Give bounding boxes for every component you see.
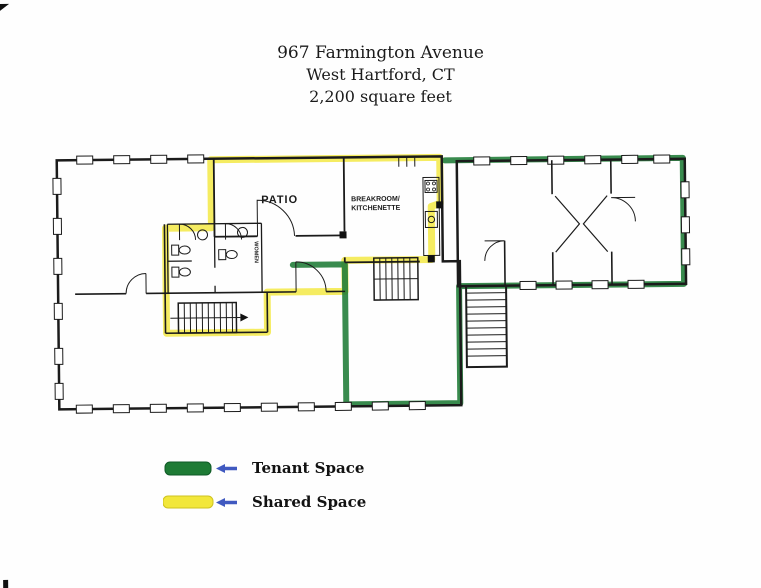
legend: Tenant Space Shared Space [163,458,366,526]
toilet-icon [218,249,238,261]
breakroom-label-line1: BREAKROOM/ [351,196,400,204]
double-door-icon [554,195,609,253]
toilet-icon [171,244,191,256]
legend-label-shared: Shared Space [252,493,367,511]
breakroom [339,157,444,264]
stairs-direction-line [170,316,241,319]
right-building-outline [455,157,688,288]
stairs-middle-treads [379,257,411,301]
pillar [339,231,347,239]
breakroom-walls [342,157,420,264]
women-restroom-label: WOMEN [253,241,259,263]
legend-arrow-icon [216,498,237,507]
door-arc [484,240,505,261]
floorplan-group: PATIO BREAKROOM/ KITCHENETTE [0,3,691,588]
tenant-swatch-rect [164,461,212,476]
sink-icon [197,229,209,241]
stairwell-right-outline [465,284,508,369]
stairwell-right-treads [466,292,507,357]
shared-space-highlight [161,153,444,337]
restrooms [166,222,263,294]
legend-item-tenant: Tenant Space [163,458,366,478]
breakroom-label-line2: KITCHENETTE [351,205,400,213]
restroom-walls [166,222,263,294]
stairs-left [170,301,249,334]
address-line: 967 Farmington Avenue [277,43,484,63]
area-line: 2,200 square feet [309,87,452,106]
stairwell-right [465,284,508,369]
window-symbols [52,154,691,414]
sink-icon [424,210,438,229]
right-building-interior [484,159,636,286]
legend-arrow-icon [216,464,237,473]
patio-label: PATIO [261,194,298,206]
toilet-icon [171,266,191,278]
shared-swatch [163,495,237,509]
door-arc [611,196,636,222]
legend-item-shared: Shared Space [163,492,366,512]
pillar [427,255,435,263]
scan-artifacts [0,3,10,588]
restroom-doors [178,223,243,241]
interior-walls [75,224,346,335]
shared-swatch-rect [163,495,214,509]
stairs-arrow-icon [240,313,249,322]
sink-icon [236,226,248,238]
tenant-swatch [164,461,237,476]
city-line: West Hartford, CT [306,65,455,84]
pillar [436,201,444,209]
left-building-outline [55,155,463,411]
legend-label-tenant: Tenant Space [252,459,365,477]
exterior-walls [55,155,688,411]
right-interior-walls [503,159,613,286]
cabinet-ticks [398,157,416,167]
title-block: 967 Farmington Avenue West Hartford, CT … [0,42,761,108]
stairs-middle [373,256,419,301]
patio-door-icon [256,199,296,237]
stove-icon [424,179,438,194]
